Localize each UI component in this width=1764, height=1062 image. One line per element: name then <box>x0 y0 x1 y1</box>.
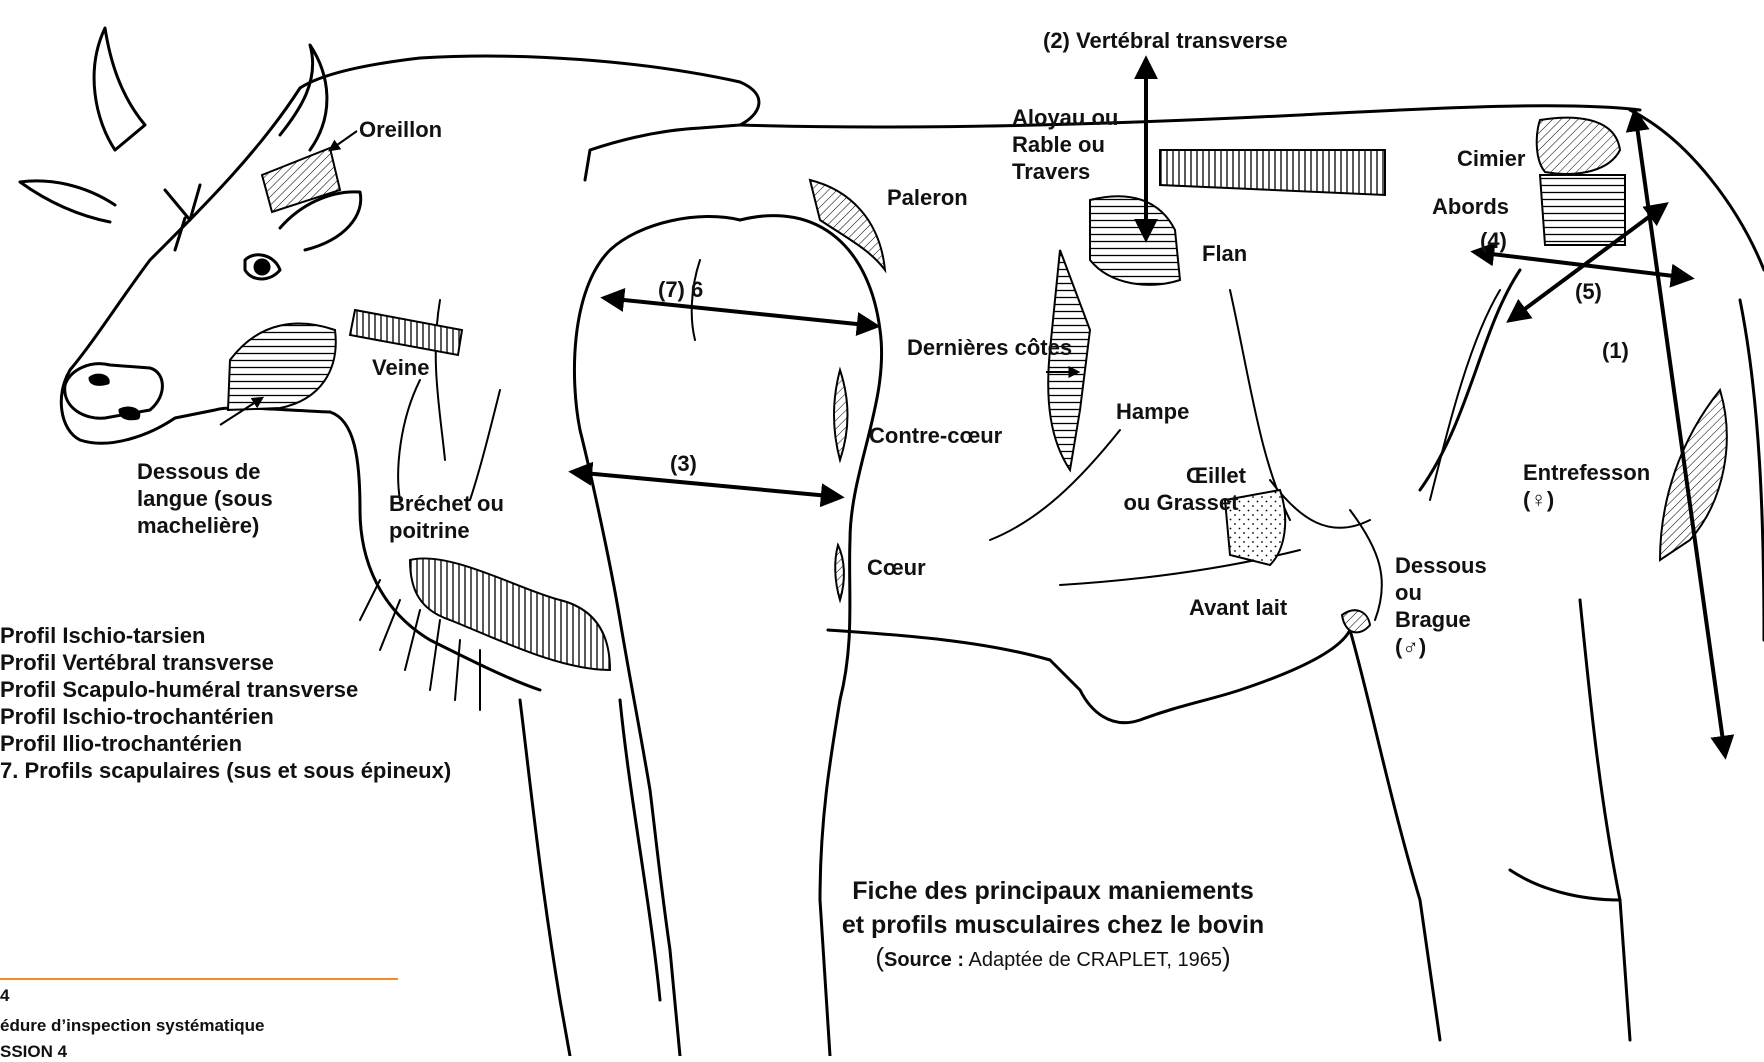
horn-right-outline <box>280 45 327 150</box>
legend-item: Profil Vertébral transverse <box>0 649 451 676</box>
foreleg-mid <box>620 700 660 1000</box>
muzzle-outline <box>65 364 163 419</box>
legend-item: Profil Scapulo-huméral transverse <box>0 676 451 703</box>
tail-line <box>1740 300 1764 640</box>
label-entrefesson: Entrefesson(♀) <box>1523 459 1650 513</box>
label-profile-3: (3) <box>670 450 697 477</box>
eye-pupil <box>255 260 269 274</box>
zone-veine <box>350 310 462 355</box>
zone-oreillon <box>262 148 340 212</box>
cow-head-outline <box>61 56 759 443</box>
label-veine: Veine <box>372 354 429 381</box>
hock-line <box>1510 870 1620 900</box>
footer-doc-title: édure d’inspection systématique <box>0 1016 265 1036</box>
label-contre-coeur: Contre-cœur <box>869 422 1002 449</box>
label-profile-5: (5) <box>1575 278 1602 305</box>
hind-leg-front <box>1350 630 1440 1040</box>
label-abords: Abords <box>1432 193 1509 220</box>
rump-tail-line <box>1630 110 1764 270</box>
label-avant-lait: Avant lait <box>1189 594 1287 621</box>
flank-line <box>1420 270 1520 490</box>
title-line-1: Fiche des principaux maniements <box>818 874 1288 908</box>
label-coeur: Cœur <box>867 554 926 581</box>
label-dernieres-cotes: Dernières côtes <box>907 334 1072 361</box>
profiles-legend: Profil Ischio-tarsien Profil Vertébral t… <box>0 622 451 784</box>
footer-page-number: 4 <box>0 986 9 1006</box>
zone-cimier <box>1537 118 1620 174</box>
zone-paleron <box>810 180 885 270</box>
source-text: Adaptée de CRAPLET, 1965 <box>968 949 1222 971</box>
legend-item: Profil Ilio-trochantérien <box>0 730 451 757</box>
foreleg-front <box>520 700 570 1056</box>
figure-title: Fiche des principaux maniements et profi… <box>818 874 1288 975</box>
zone-coeur <box>835 545 844 600</box>
horn-left-outline <box>94 28 145 150</box>
zone-contre-coeur <box>834 370 848 460</box>
title-line-2: et profils musculaires chez le bovin <box>818 908 1288 942</box>
label-hampe: Hampe <box>1116 398 1189 425</box>
source-prefix: Source : <box>884 949 964 971</box>
nostril-right <box>120 408 139 419</box>
belly-line <box>828 630 1350 723</box>
zone-aloyau <box>1160 150 1385 195</box>
label-profile-4: (4) <box>1480 227 1507 254</box>
arrow-profile-3 <box>573 472 840 497</box>
label-oreillon: Oreillon <box>359 116 442 143</box>
footer-rule <box>0 978 398 980</box>
label-flan: Flan <box>1202 240 1247 267</box>
zone-dessous-de-langue <box>228 324 336 410</box>
pointer-oreillon <box>330 131 357 150</box>
label-vertebral-transverse: (2) Vertébral transverse <box>1043 27 1288 54</box>
legend-item: Profil Ischio-trochantérien <box>0 703 451 730</box>
footer-section: SSION 4 <box>0 1042 67 1062</box>
label-profile-7-6: (7) 6 <box>658 276 703 303</box>
figure-source: (Source : Adaptée de CRAPLET, 1965) <box>818 942 1288 975</box>
zone-hampe <box>1090 196 1180 285</box>
zone-dessous-brague <box>1342 610 1370 632</box>
zone-abords <box>1540 175 1625 245</box>
legend-item: Profil Ischio-tarsien <box>0 622 451 649</box>
arrow-profile-7 <box>605 298 876 326</box>
hind-leg-rear <box>1580 600 1630 1040</box>
legend-item: 7. Profils scapulaires (sus et sous épin… <box>0 757 451 784</box>
label-paleron: Paleron <box>887 184 968 211</box>
label-profile-1: (1) <box>1602 337 1629 364</box>
ear-left-outline <box>20 181 115 222</box>
nostril-left <box>90 375 108 384</box>
back-line <box>740 106 1640 127</box>
label-cimier: Cimier <box>1457 145 1525 172</box>
